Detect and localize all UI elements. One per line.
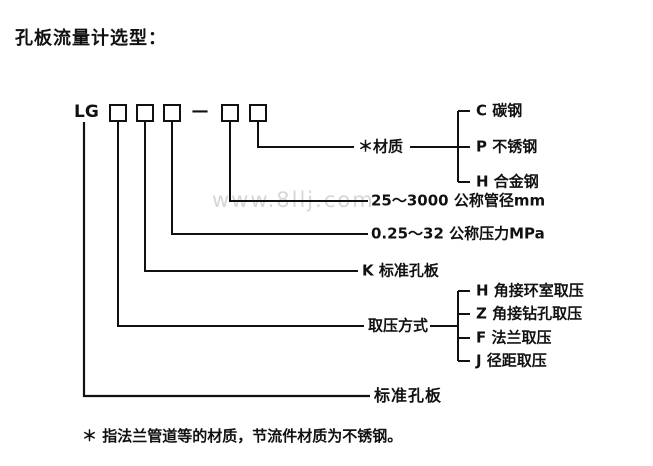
label-material: ＊材质 bbox=[358, 137, 404, 156]
line-orifice-k bbox=[144, 122, 358, 272]
code-box-3 bbox=[163, 104, 181, 122]
label-nominal-pressure: 0.25～32 公称压力MPa bbox=[371, 224, 545, 243]
label-standard-orifice-plate: 标准孔板 bbox=[374, 386, 443, 405]
line-tapping bbox=[117, 122, 364, 327]
model-prefix: LG bbox=[74, 102, 99, 122]
tapping-option-radius: J 径距取压 bbox=[476, 351, 547, 370]
bracket-tapping bbox=[430, 290, 470, 362]
label-standard-orifice-k: K 标准孔板 bbox=[362, 261, 439, 280]
model-separator: — bbox=[191, 101, 209, 121]
code-box-4 bbox=[221, 104, 239, 122]
tapping-option-corner-drill: Z 角接钻孔取压 bbox=[476, 304, 583, 323]
label-tapping-method: 取压方式 bbox=[368, 316, 429, 335]
line-pressure bbox=[171, 122, 368, 235]
code-box-5 bbox=[249, 104, 267, 122]
bracket-material bbox=[410, 110, 470, 183]
material-option-alloy-steel: H 合金钢 bbox=[476, 172, 539, 191]
line-base bbox=[82, 122, 370, 398]
line-diameter bbox=[229, 122, 368, 202]
material-option-carbon-steel: C 碳钢 bbox=[476, 101, 523, 120]
page-title: 孔板流量计选型： bbox=[15, 28, 167, 49]
tapping-option-corner-ring: H 角接环室取压 bbox=[476, 281, 584, 300]
tapping-option-flange: F 法兰取压 bbox=[476, 328, 552, 347]
material-option-stainless-steel: P 不锈钢 bbox=[476, 137, 538, 156]
code-box-1 bbox=[109, 104, 127, 122]
footnote-text: ＊ 指法兰管道等的材质，节流件材质为不锈钢。 bbox=[82, 427, 403, 445]
label-nominal-diameter: 25～3000 公称管径mm bbox=[371, 191, 546, 210]
line-material bbox=[257, 122, 354, 148]
code-box-2 bbox=[136, 104, 154, 122]
